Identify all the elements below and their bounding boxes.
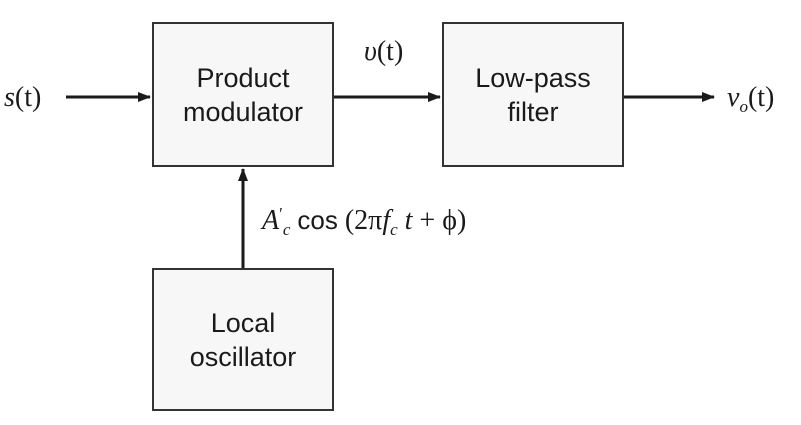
- carrier-time: t: [404, 205, 413, 236]
- product-modulator-label-line2: modulator: [182, 96, 304, 127]
- product-modulator-label-line1: Product: [196, 62, 290, 93]
- carrier-rest: + ϕ): [419, 205, 467, 236]
- carrier-amplitude: A: [262, 205, 280, 236]
- modulated-signal-arg: (t): [376, 36, 404, 67]
- low-pass-filter-block: Low-pass filter: [442, 22, 624, 167]
- carrier-signal-label: A′c cos (2πfc t + ϕ): [262, 204, 466, 240]
- low-pass-filter-label-line2: filter: [507, 96, 559, 127]
- output-signal-subscript: o: [739, 97, 748, 116]
- input-signal-symbol: s: [4, 82, 15, 113]
- local-oscillator-label-line1: Local: [210, 307, 276, 338]
- product-modulator-block: Product modulator: [152, 22, 334, 167]
- input-signal-arg: (t): [14, 82, 42, 113]
- output-signal-label: vo(t): [727, 82, 774, 117]
- modulated-signal-symbol: υ: [364, 36, 377, 67]
- local-oscillator-label-line2: oscillator: [189, 341, 297, 372]
- output-signal-symbol: v: [727, 82, 740, 113]
- local-oscillator-block: Local oscillator: [152, 268, 334, 411]
- carrier-open: (2π: [344, 205, 383, 236]
- carrier-amplitude-prime: ′: [279, 204, 283, 223]
- output-signal-arg: (t): [747, 82, 775, 113]
- carrier-cos: cos: [297, 205, 338, 235]
- carrier-freq: f: [382, 205, 391, 236]
- carrier-freq-sub: c: [390, 220, 398, 239]
- low-pass-filter-label-line1: Low-pass: [475, 62, 591, 93]
- input-signal-label: s(t): [4, 82, 41, 114]
- modulated-signal-label: υ(t): [364, 36, 403, 68]
- carrier-amplitude-sub: c: [282, 220, 291, 239]
